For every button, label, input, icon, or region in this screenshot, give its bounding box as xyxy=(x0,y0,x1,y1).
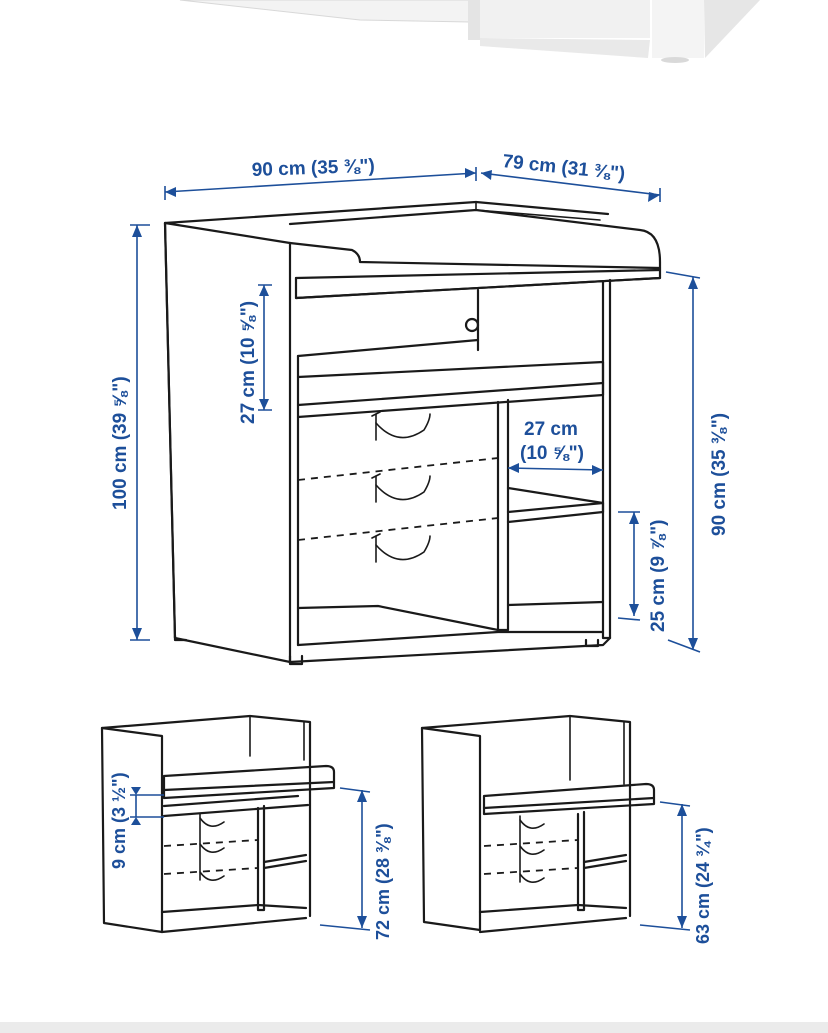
product-photo-strip xyxy=(0,0,828,63)
low-height-table-variant xyxy=(420,714,656,934)
label-top-depth: 79 cm (31 ⅜") xyxy=(501,151,626,185)
low-table-dimension-lines xyxy=(639,801,691,931)
main-changing-table xyxy=(163,200,662,666)
label-table-height: 90 cm (35 ⅜") xyxy=(709,413,730,536)
mid-table-dimension-lines xyxy=(130,787,371,931)
label-mid-table-height: 72 cm (28 ⅜") xyxy=(373,823,393,940)
mid-height-table-variant xyxy=(100,714,336,934)
label-side-shelf-width-line2: (10 ⅝") xyxy=(520,443,584,464)
label-total-height: 100 cm (39 ⅝") xyxy=(110,376,131,510)
label-side-shelf-width-line1: 27 cm xyxy=(524,419,578,440)
label-top-compartment-height: 27 cm (10 ⅝") xyxy=(238,301,259,424)
main-dimension-lines xyxy=(130,167,701,653)
label-top-width: 90 cm (35 ⅜") xyxy=(251,156,375,181)
label-height-step: 9 cm (3 ½") xyxy=(109,772,129,869)
label-low-table-height: 63 cm (24 ¾") xyxy=(693,827,713,944)
label-shelf-height: 25 cm (9 ⅞") xyxy=(648,519,669,632)
bottom-divider-bar xyxy=(0,1022,828,1033)
